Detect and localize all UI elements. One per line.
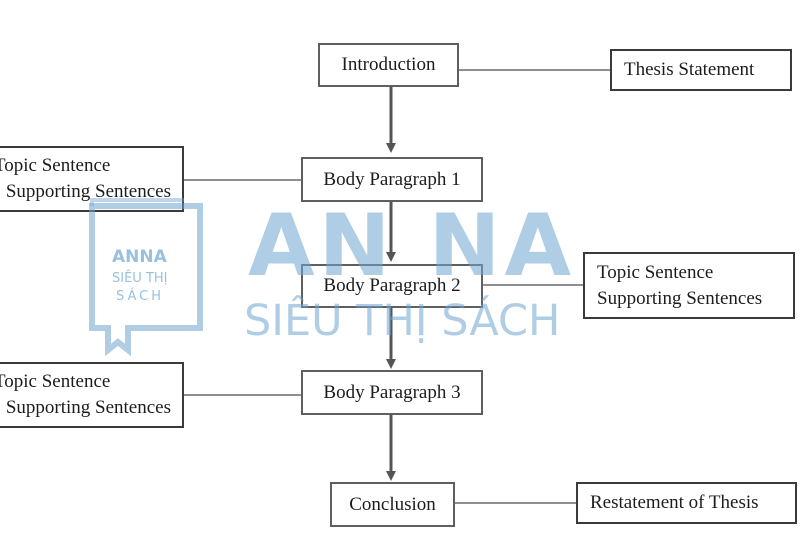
side-body3-line-1: Topic Sentence	[0, 371, 111, 392]
side-body1-line-1: Topic Sentence	[0, 155, 111, 176]
side-thesis-statement-text: Thesis Statement	[624, 59, 755, 80]
side-body3-topic-support: Topic Sentence Supporting Sentences	[0, 362, 184, 428]
side-body2-topic-support: Topic Sentence Supporting Sentences	[583, 252, 795, 319]
side-body1-topic-support: Topic Sentence Supporting Sentences	[0, 146, 184, 212]
node-body-paragraph-3-label: Body Paragraph 3	[323, 381, 461, 403]
node-conclusion-label: Conclusion	[349, 493, 436, 515]
side-restatement-text: Restatement of Thesis	[590, 492, 759, 513]
side-body1-line-2: Supporting Sentences	[5, 181, 171, 202]
node-body-paragraph-2-label: Body Paragraph 2	[323, 275, 461, 296]
side-body3-line-2: Supporting Sentences	[5, 397, 171, 418]
side-body2-line-2: Supporting Sentences	[597, 287, 763, 309]
node-body-paragraph-3: Body Paragraph 3	[301, 370, 483, 415]
side-restatement-of-thesis: Restatement of Thesis	[576, 482, 797, 524]
node-body-paragraph-1: Body Paragraph 1	[301, 157, 483, 202]
node-introduction-label: Introduction	[341, 54, 436, 75]
node-body-paragraph-2: Body Paragraph 2	[301, 264, 483, 308]
node-body-paragraph-1-label: Body Paragraph 1	[323, 168, 461, 190]
side-body2-line-1: Topic Sentence	[597, 261, 714, 283]
node-introduction: Introduction	[318, 43, 459, 87]
side-thesis-statement: Thesis Statement	[610, 49, 792, 91]
node-conclusion: Conclusion	[330, 482, 455, 527]
